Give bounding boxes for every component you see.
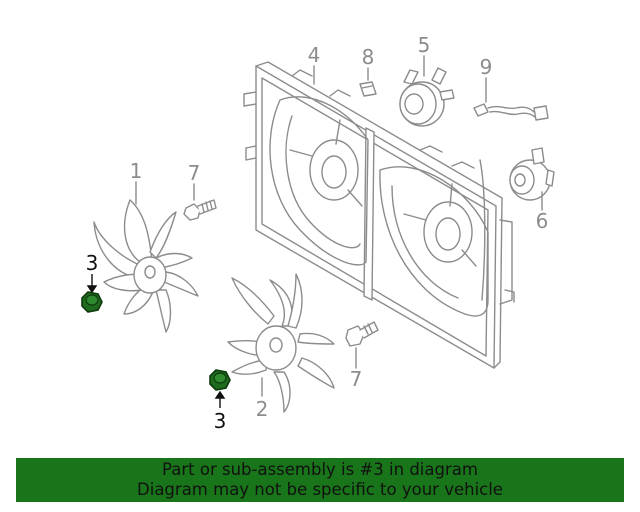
callout-2: 2	[256, 397, 269, 421]
callout-8: 8	[362, 45, 375, 69]
part-info-banner: Part or sub-assembly is #3 in diagram Di…	[16, 458, 624, 502]
fan-blade-right	[227, 273, 335, 413]
banner-line-2: Diagram may not be specific to your vehi…	[137, 480, 503, 499]
fan-shroud	[243, 61, 515, 369]
callout-5: 5	[418, 33, 431, 57]
callout-9: 9	[480, 55, 493, 79]
callout-3-left: 3	[86, 251, 99, 275]
cooling-fan-exploded-diagram: 1 2 3 3 4 5 6 7 7 8 9	[81, 33, 555, 433]
callout-3-right: 3	[214, 409, 227, 433]
highlight-leaders	[86, 274, 226, 408]
nut-part-right	[209, 369, 231, 391]
callout-7-top: 7	[188, 161, 201, 185]
fan-motor-top	[399, 67, 455, 127]
banner-line-1: Part or sub-assembly is #3 in diagram	[162, 460, 478, 479]
leader-lines	[135, 55, 543, 397]
callout-4: 4	[308, 43, 321, 67]
callout-1: 1	[130, 159, 143, 183]
fan-blade-left	[93, 199, 199, 333]
fan-motor-right	[509, 147, 555, 201]
wire-harness	[473, 103, 549, 121]
clip-part	[359, 81, 377, 97]
bolt-bottom	[345, 321, 379, 347]
callout-7-bottom: 7	[350, 367, 363, 391]
callout-6: 6	[536, 209, 549, 233]
bolt-top	[183, 199, 217, 221]
nut-part-left	[81, 291, 103, 313]
